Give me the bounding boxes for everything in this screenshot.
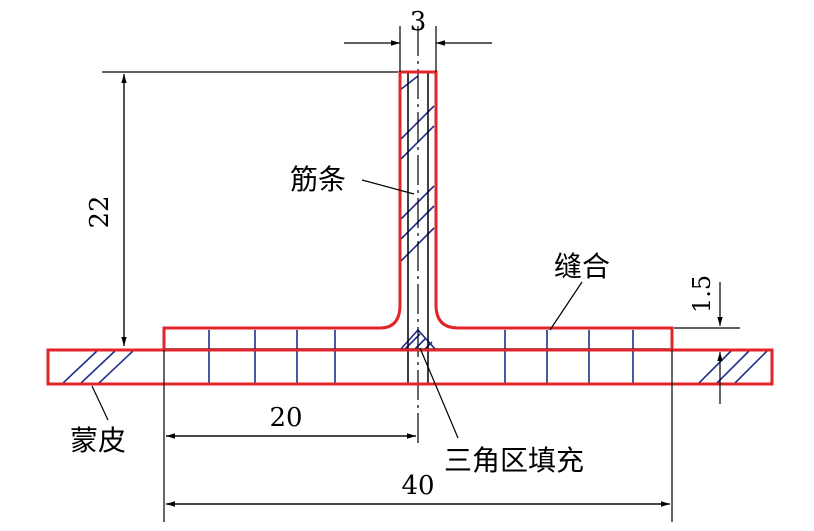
dim-full-width: 40 (401, 471, 434, 501)
label-seam: 缝合 (554, 250, 610, 283)
seam-stitches (208, 330, 634, 384)
label-rib: 筋条 (290, 163, 346, 196)
red-outlines (46, 70, 774, 386)
leader-lines (91, 179, 583, 439)
stringer-outline (162, 70, 674, 350)
rib-hatching (399, 75, 435, 263)
skin-hatching (61, 349, 769, 385)
leader-seam (549, 281, 583, 331)
skin-outline (46, 348, 774, 386)
dim-step-height: 1.5 (688, 275, 716, 313)
label-skin: 蒙皮 (70, 424, 126, 457)
dimension-lines (102, 26, 740, 522)
dim-rib-height: 22 (85, 195, 115, 228)
leader-skin (91, 385, 109, 421)
dim-rib-width: 3 (410, 7, 427, 37)
label-fill: 三角区填充 (444, 444, 584, 477)
dim-half-width: 20 (269, 403, 302, 433)
leader-fill (419, 347, 459, 439)
leader-rib (361, 179, 415, 195)
